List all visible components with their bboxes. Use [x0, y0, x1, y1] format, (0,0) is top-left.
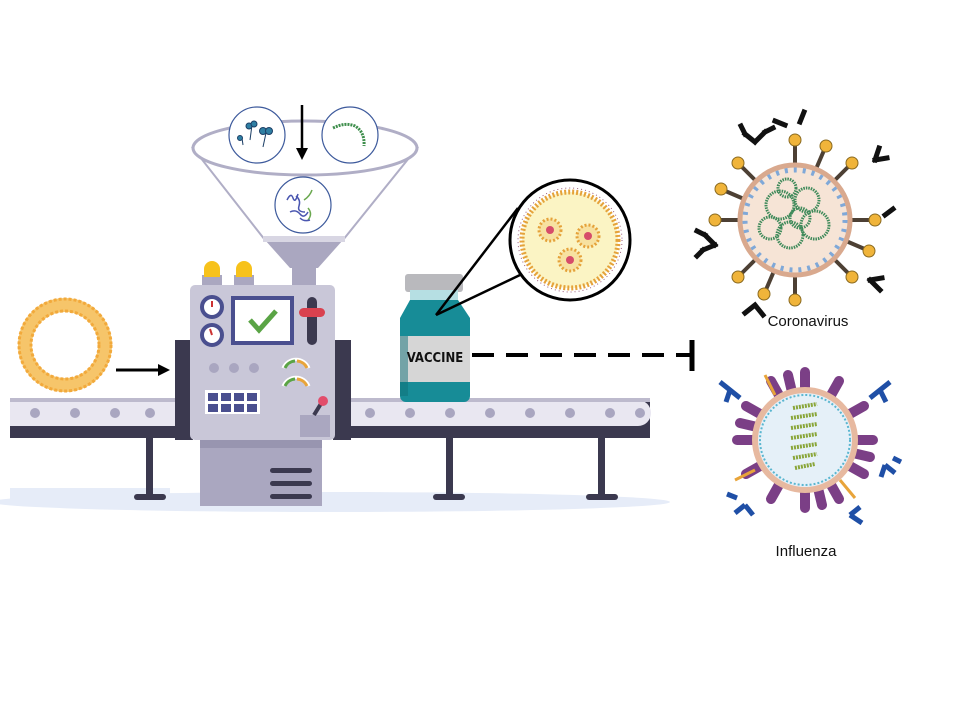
coronavirus-label: Coronavirus	[767, 313, 849, 330]
manufacturing-machine	[175, 240, 351, 506]
checkmark-icon	[248, 309, 278, 334]
vent-icon	[270, 468, 312, 499]
liposome-icon	[17, 297, 113, 393]
influenza-label: Influenza	[775, 543, 837, 560]
antibody-icon	[718, 380, 903, 526]
vaccine-vial	[400, 274, 470, 402]
vial-label: VACCINE	[406, 351, 464, 366]
keypad-icon	[205, 390, 260, 414]
protein-circle-icon	[228, 106, 286, 164]
mrna-circle-icon	[274, 176, 332, 234]
lipid-nanoparticle-zoom	[508, 178, 632, 302]
inhibition-line-icon	[472, 340, 695, 371]
mrna-core-icon	[537, 217, 601, 273]
coronavirus-icon	[693, 108, 897, 319]
dial-gauge-icon	[200, 295, 224, 347]
antibody-icon	[693, 108, 897, 319]
belt-rollers	[30, 408, 645, 418]
influenza-icon	[718, 367, 903, 526]
machine-screen	[231, 296, 294, 345]
floor-shadow-left	[10, 488, 170, 504]
rna-strand-circle-icon	[321, 106, 379, 164]
input-arrow-icon	[116, 364, 170, 376]
down-arrow-icon	[296, 105, 308, 160]
funnel	[190, 105, 420, 242]
conveyor-legs	[134, 435, 618, 500]
zoom-lines	[435, 207, 521, 317]
joystick-icon	[300, 396, 330, 437]
meter-icon	[281, 357, 311, 387]
warning-lights-icon	[202, 261, 254, 285]
